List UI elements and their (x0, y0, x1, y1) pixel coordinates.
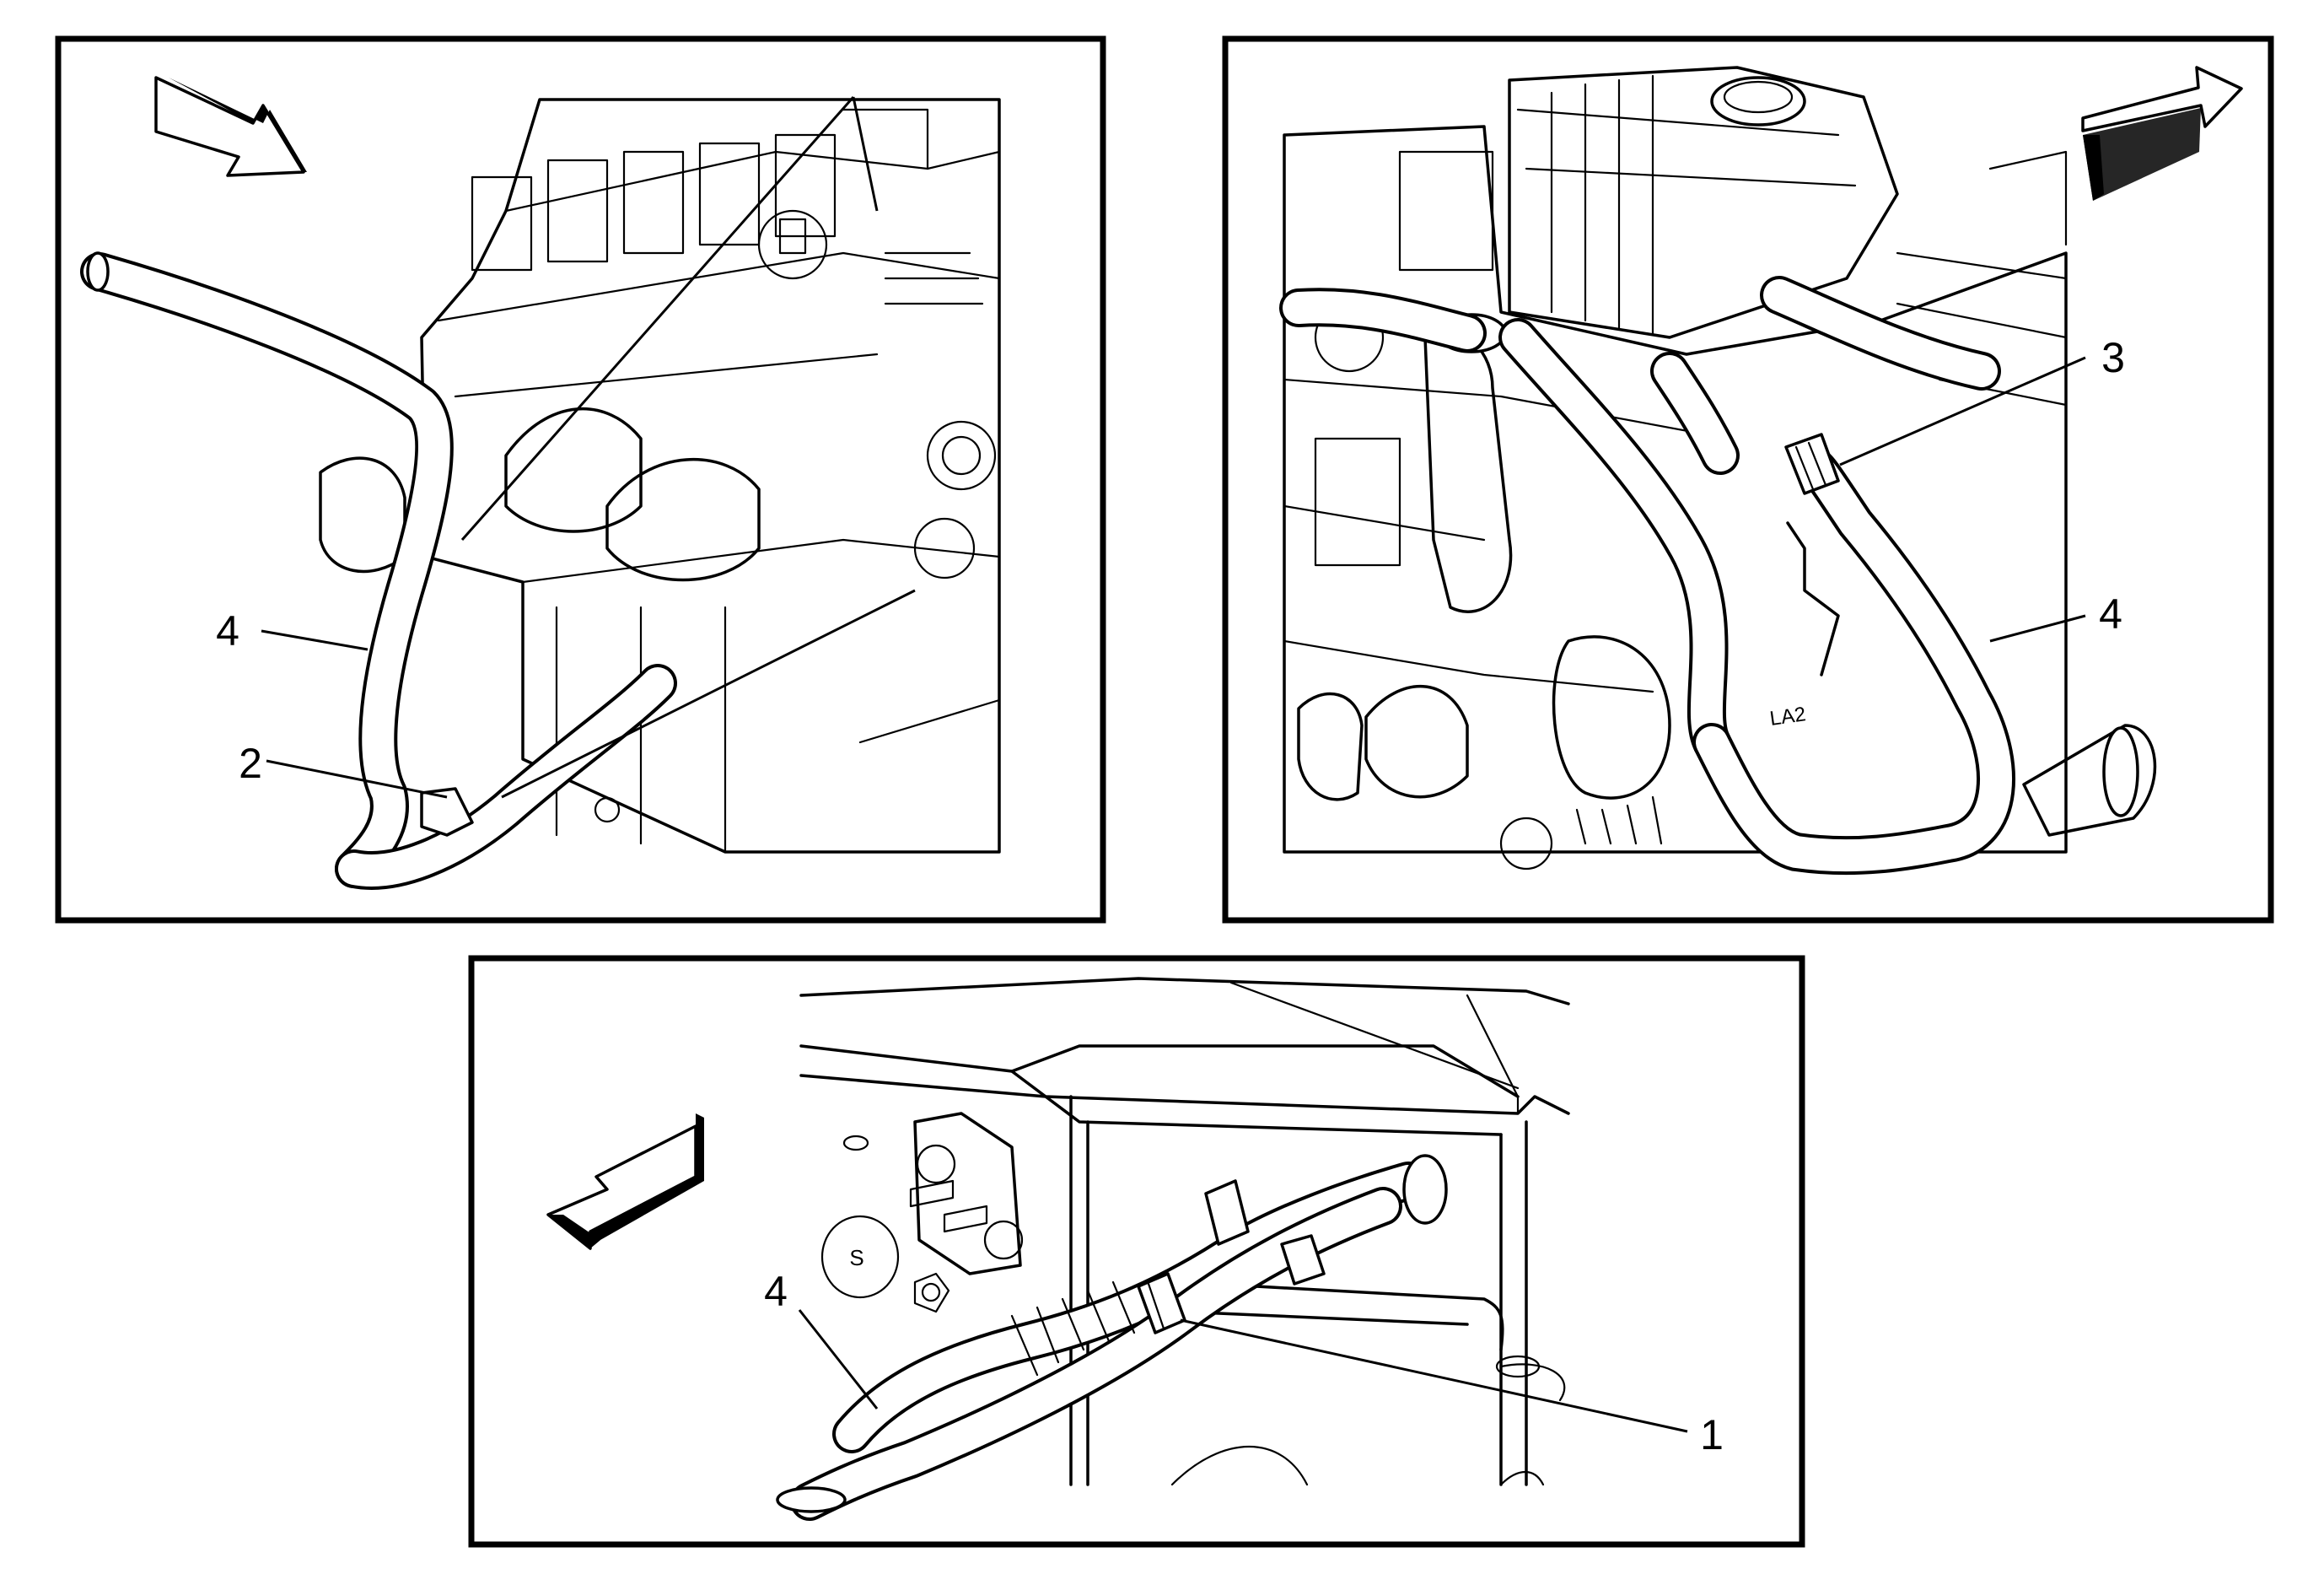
callout-label: 2 (239, 740, 262, 787)
heater-hose-4 (1279, 276, 2016, 876)
panel-top-right: LA2 3 4 (1222, 35, 2274, 924)
panel-top-left-frame (55, 35, 1106, 924)
callout-1-leader (1180, 1318, 1688, 1433)
view-arrow-down-right-icon (154, 76, 307, 177)
leader-line (852, 96, 879, 212)
callout-label: 4 (216, 607, 239, 655)
callout-4-leader (798, 1309, 879, 1410)
bulkhead-fittings: S (820, 1112, 1024, 1313)
panel-top-left: 4 2 (55, 35, 1106, 924)
callout-2-leader (266, 759, 448, 799)
heater-hoses (776, 1154, 1448, 1521)
callout-3-leader (1839, 356, 2086, 466)
callout-label: 4 (2099, 590, 2122, 638)
panel-bottom: S 4 1 (468, 955, 1805, 1548)
grommet-marking-text: S (849, 1245, 863, 1270)
callout-label: 1 (1700, 1411, 1724, 1458)
panel-bottom-frame (468, 955, 1805, 1548)
heater-hose-4 (80, 251, 677, 890)
engine-marking-text: LA2 (1768, 703, 1807, 730)
firewall-structure (799, 977, 1570, 1486)
callout-label: 4 (764, 1268, 788, 1315)
callout-label: 3 (2101, 334, 2125, 381)
callout-4-leader (261, 629, 369, 651)
coolant-reservoir (1508, 66, 1899, 339)
view-arrow-up-right-icon (2081, 66, 2243, 201)
hose-clamp-3 (1784, 433, 1840, 495)
leader-line (460, 96, 855, 541)
callout-4-leader (1989, 614, 2086, 643)
leader-line (501, 589, 916, 799)
view-arrow-down-left-icon (546, 1113, 704, 1250)
